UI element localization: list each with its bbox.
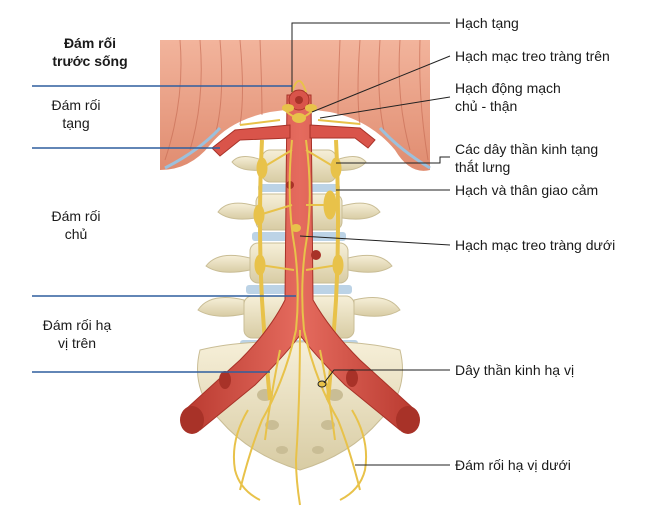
- nerve-plexus: [232, 80, 368, 506]
- label-celiac-plexus-line-1: Đám rối: [51, 97, 101, 113]
- label-celiac-plexus-line-2: tạng: [62, 115, 90, 131]
- ganglia: [282, 104, 327, 388]
- heading-line-1: Đám rối: [63, 35, 117, 51]
- label-hypogastric-nerve: Dây thần kinh hạ vị: [455, 362, 575, 378]
- label-intermesenteric-plexus: Đám rối chủ: [26, 207, 126, 243]
- label-sympathetic-trunk: Hạch và thân giao cảm: [455, 182, 599, 198]
- label-aorticorenal-line-1: Hạch động mạch: [455, 80, 561, 96]
- label-aorticorenal-line-2: chủ - thận: [455, 98, 518, 114]
- label-superior-hypogastric-line-1: Đám rối hạ: [42, 317, 112, 333]
- label-superior-hypogastric-line-2: vị trên: [57, 335, 97, 351]
- label-celiac-ganglion: Hạch tạng: [455, 15, 519, 31]
- label-lumbar-splanchnic-line-1: Các dây thần kinh tạng: [455, 141, 599, 157]
- label-lumbar-splanchnic-line-2: thắt lưng: [455, 159, 511, 175]
- label-lumbar-splanchnic-nerves: Các dây thần kinh tạng thắt lưng: [455, 140, 598, 176]
- label-inferior-mesenteric-ganglion: Hạch mạc treo tràng dưới: [455, 237, 616, 253]
- heading-prevertebral-plexus: Đám rối trước sống: [40, 34, 140, 70]
- label-intermesenteric-plexus-line-2: chủ: [64, 226, 88, 242]
- label-inferior-hypogastric-plexus: Đám rối hạ vị dưới: [455, 457, 571, 473]
- left-leader-lines: [32, 85, 296, 373]
- heading-line-2: trước sống: [52, 53, 128, 69]
- label-intermesenteric-plexus-line-1: Đám rối: [51, 208, 101, 224]
- label-celiac-plexus: Đám rối tạng: [26, 96, 126, 132]
- label-superior-mesenteric-ganglion: Hạch mạc treo tràng trên: [455, 48, 610, 64]
- aorta: [180, 89, 420, 434]
- label-superior-hypogastric-plexus: Đám rối hạ vị trên: [22, 316, 132, 352]
- right-leader-lines: [291, 22, 451, 466]
- label-aorticorenal-ganglion: Hạch động mạch chủ - thận: [455, 79, 561, 115]
